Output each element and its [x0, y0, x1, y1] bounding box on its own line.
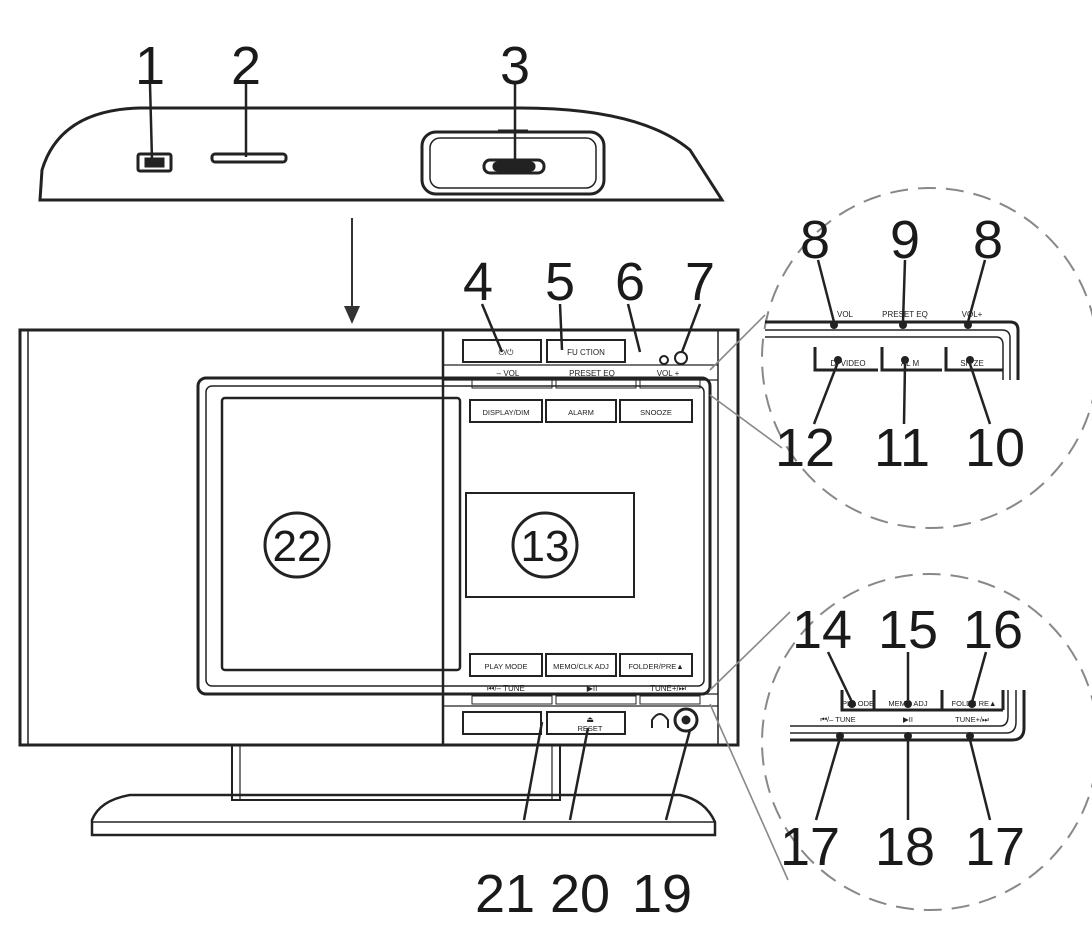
- label-vol-plus: VOL +: [657, 369, 680, 378]
- callout-21: 21: [475, 864, 535, 924]
- callout-2: 2: [231, 36, 261, 96]
- callout-7: 7: [685, 252, 715, 312]
- standby-led-icon: [674, 351, 688, 365]
- callout-1: 1: [135, 36, 165, 96]
- zoom-label-snooze: SN ZE: [960, 359, 984, 368]
- zoom-label-play-pause: ▶II: [903, 715, 913, 724]
- label-play-pause: ▶II: [587, 684, 598, 693]
- zoom-label-vol-minus: VOL: [837, 310, 854, 319]
- label-alarm: ALARM: [568, 408, 594, 417]
- down-arrow-icon: [344, 218, 360, 324]
- zoom-bottom: [709, 573, 1092, 911]
- top-view-outline: [38, 106, 725, 202]
- circled-callouts: [263, 511, 579, 579]
- usb-port-icon: [136, 152, 173, 173]
- folder-pre-button: [619, 653, 693, 677]
- circled-13: 13: [521, 522, 570, 571]
- alarm-button: [545, 399, 617, 423]
- memo-clk-adj-button: [545, 653, 617, 677]
- callout-6: 6: [615, 252, 645, 312]
- label-power: ⏻/⏻: [499, 348, 515, 357]
- play-mode-button: [469, 653, 543, 677]
- front-view: [18, 328, 740, 837]
- label-vol-minus: – VOL: [497, 369, 520, 378]
- label-prev-tune: ⏮/– TUNE: [487, 684, 525, 693]
- zoom-label-play-mode: PLA ODE: [842, 699, 874, 708]
- headphone-jack: [673, 707, 699, 733]
- label-function: FU CTION: [567, 348, 605, 357]
- ir-sensor-icon: [659, 355, 669, 365]
- label-reset: RESET: [577, 724, 602, 733]
- label-display-video: DISPLAY/DIM: [483, 408, 530, 417]
- label-memo-clk-adj: MEMO/CLK ADJ: [553, 662, 609, 671]
- front-leaders: [480, 303, 702, 821]
- callout-12: 12: [775, 418, 835, 478]
- callout-16: 16: [963, 600, 1023, 660]
- callout-18: 18: [875, 817, 935, 877]
- label-preset-eq: PRESET EQ: [569, 369, 615, 378]
- label-next-tune: TUNE+/⏭: [650, 684, 686, 693]
- zoom-label-folder-pre: FOLDE RE▲: [952, 699, 997, 708]
- zoom-label-preset-eq: PRESET EQ: [882, 310, 928, 319]
- label-folder-pre: FOLDER/PRE▲: [628, 662, 683, 671]
- lcd-display: [465, 492, 635, 598]
- callout-10: 10: [965, 418, 1025, 478]
- front-body: [18, 328, 740, 747]
- callout-11: 11: [874, 418, 930, 478]
- circled-22: 22: [273, 522, 322, 571]
- callout-14: 14: [792, 600, 852, 660]
- callout-17b: 17: [965, 817, 1025, 877]
- headphone-icon: [651, 713, 669, 728]
- callout-3: 3: [500, 36, 530, 96]
- zoom-label-memo-clk-adj: MEMO ADJ: [888, 699, 927, 708]
- function-button: [546, 339, 626, 363]
- card-slot-icon: [210, 152, 288, 164]
- top-view: [38, 106, 725, 202]
- zoom-label-vol-plus: VOL+: [962, 310, 983, 319]
- callout-8a: 8: [800, 210, 830, 270]
- zoom-label-prev-tune: ⏮/– TUNE: [820, 715, 855, 724]
- callout-9: 9: [890, 210, 920, 270]
- callout-8b: 8: [973, 210, 1003, 270]
- power-button: [462, 339, 542, 363]
- zoom-top: [709, 187, 1092, 529]
- label-play-mode: PLAY MODE: [484, 662, 527, 671]
- callout-17a: 17: [780, 817, 840, 877]
- label-eject: ⏏: [586, 715, 594, 724]
- callout-15: 15: [878, 600, 938, 660]
- label-snooze: SNOOZE: [640, 408, 672, 417]
- display-video-button: [469, 399, 543, 423]
- callout-5: 5: [545, 252, 575, 312]
- zoom-label-next-tune: TUNE+/⏭: [955, 715, 989, 724]
- top-leaders: [148, 83, 517, 166]
- eject-button: [462, 711, 542, 735]
- snooze-button: [619, 399, 693, 423]
- zoom-label-alarm: AL M: [901, 359, 920, 368]
- callout-20: 20: [550, 864, 610, 924]
- callout-19: 19: [632, 864, 692, 924]
- zoom-label-display-video: DI VIDEO: [830, 359, 865, 368]
- stand-neck: [231, 745, 561, 801]
- callout-4: 4: [463, 252, 493, 312]
